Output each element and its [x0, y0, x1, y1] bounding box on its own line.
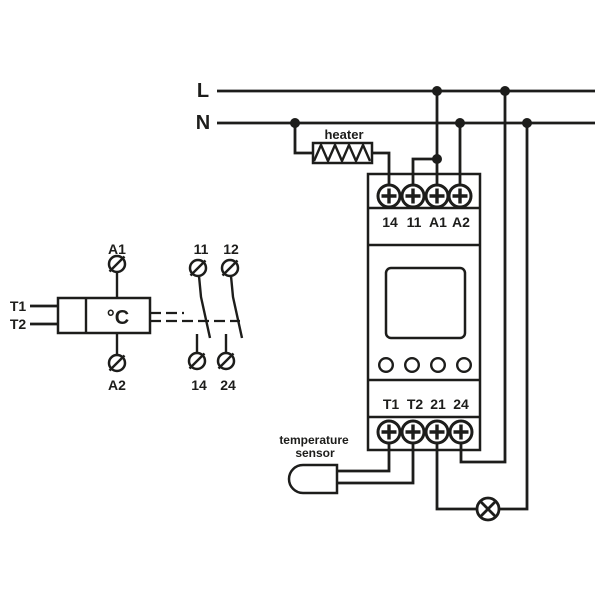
- terminal-slash-12: [221, 259, 239, 277]
- relay-device: 14 11 A1 A2 T1 T2 21 24: [366, 172, 482, 452]
- wire-neutral-to-heater: [293, 123, 313, 155]
- schematic-label-a1: A1: [108, 241, 126, 257]
- temperature-sensor: temperature sensor: [279, 433, 349, 495]
- junction-dots: [290, 86, 532, 164]
- terminal-label-a1: A1: [429, 214, 447, 230]
- sensor-label-line1: temperature: [279, 433, 349, 447]
- lamp: [475, 496, 501, 522]
- terminal-label-11: 11: [407, 214, 422, 230]
- terminal-slash-a1: [108, 255, 126, 273]
- supply-lines: L N: [196, 80, 595, 134]
- live-line-label: L: [197, 80, 209, 102]
- screw-terminal-11: [400, 183, 426, 209]
- terminal-label-24: 24: [453, 396, 469, 412]
- coil-degree-label: °C: [107, 307, 129, 329]
- screw-terminal-a1: [424, 183, 450, 209]
- device-button-4: [456, 357, 473, 374]
- screw-terminal-a2: [447, 183, 473, 209]
- heater-label: heater: [324, 127, 363, 142]
- terminal-label-a2: A2: [452, 214, 470, 230]
- wire-heater-to-terminal-14: [372, 151, 391, 196]
- schematic-label-t2: T2: [10, 316, 27, 332]
- sensor-label-line2: sensor: [295, 446, 335, 460]
- contact-blade-12-24: [229, 275, 244, 339]
- junction-dot: [432, 154, 442, 164]
- screw-terminal-t2: [400, 419, 426, 445]
- wire-neutral-to-lamp: [499, 123, 529, 511]
- lamp-cross: [479, 500, 497, 518]
- schematic-label-t1: T1: [10, 298, 27, 314]
- heater-resistor-zigzag: [312, 142, 372, 164]
- terminal-slash-14: [188, 352, 206, 370]
- junction-dot: [500, 86, 510, 96]
- wire-terminal-t2-to-sensor: [337, 432, 415, 485]
- device-button-2: [404, 357, 421, 374]
- screw-terminal-14: [376, 183, 402, 209]
- junction-dot: [290, 118, 300, 128]
- terminal-slash-a2: [108, 354, 126, 372]
- schematic-label-24: 24: [220, 377, 236, 393]
- heater: heater: [311, 127, 374, 165]
- wiring: [293, 91, 529, 511]
- junction-dot: [522, 118, 532, 128]
- terminal-label-21: 21: [430, 396, 446, 412]
- thermostat-coil-box: [56, 296, 152, 335]
- neutral-line-label: N: [196, 112, 210, 134]
- terminal-slash-24: [217, 352, 235, 370]
- schematic-label-14: 14: [191, 377, 207, 393]
- screw-terminal-t1: [376, 419, 402, 445]
- wire-lamp-to-terminal-21: [435, 432, 477, 511]
- junction-dot: [455, 118, 465, 128]
- screw-terminal-21: [424, 419, 450, 445]
- schematic-label-11: 11: [194, 241, 209, 257]
- internal-schematic: T1 T2 °C A1 A2 11 14 12 24: [10, 241, 244, 393]
- device-button-3: [430, 357, 447, 374]
- schematic-label-12: 12: [223, 241, 239, 257]
- device-button-1: [378, 357, 395, 374]
- contact-blade-11-14: [197, 275, 212, 339]
- terminal-label-t2: T2: [407, 396, 424, 412]
- wire-live-to-terminal-24: [459, 91, 507, 464]
- terminal-label-14: 14: [382, 214, 398, 230]
- temperature-sensor-probe: [287, 463, 339, 495]
- junction-dot: [432, 86, 442, 96]
- terminal-label-t1: T1: [383, 396, 400, 412]
- device-display: [384, 266, 467, 340]
- terminal-slash-11: [189, 259, 207, 277]
- schematic-label-a2: A2: [108, 377, 126, 393]
- screw-terminals: [376, 183, 474, 445]
- wire-terminal-t1-to-sensor: [337, 432, 391, 473]
- screw-terminal-24: [448, 419, 474, 445]
- sensor-input-leads: [30, 304, 58, 326]
